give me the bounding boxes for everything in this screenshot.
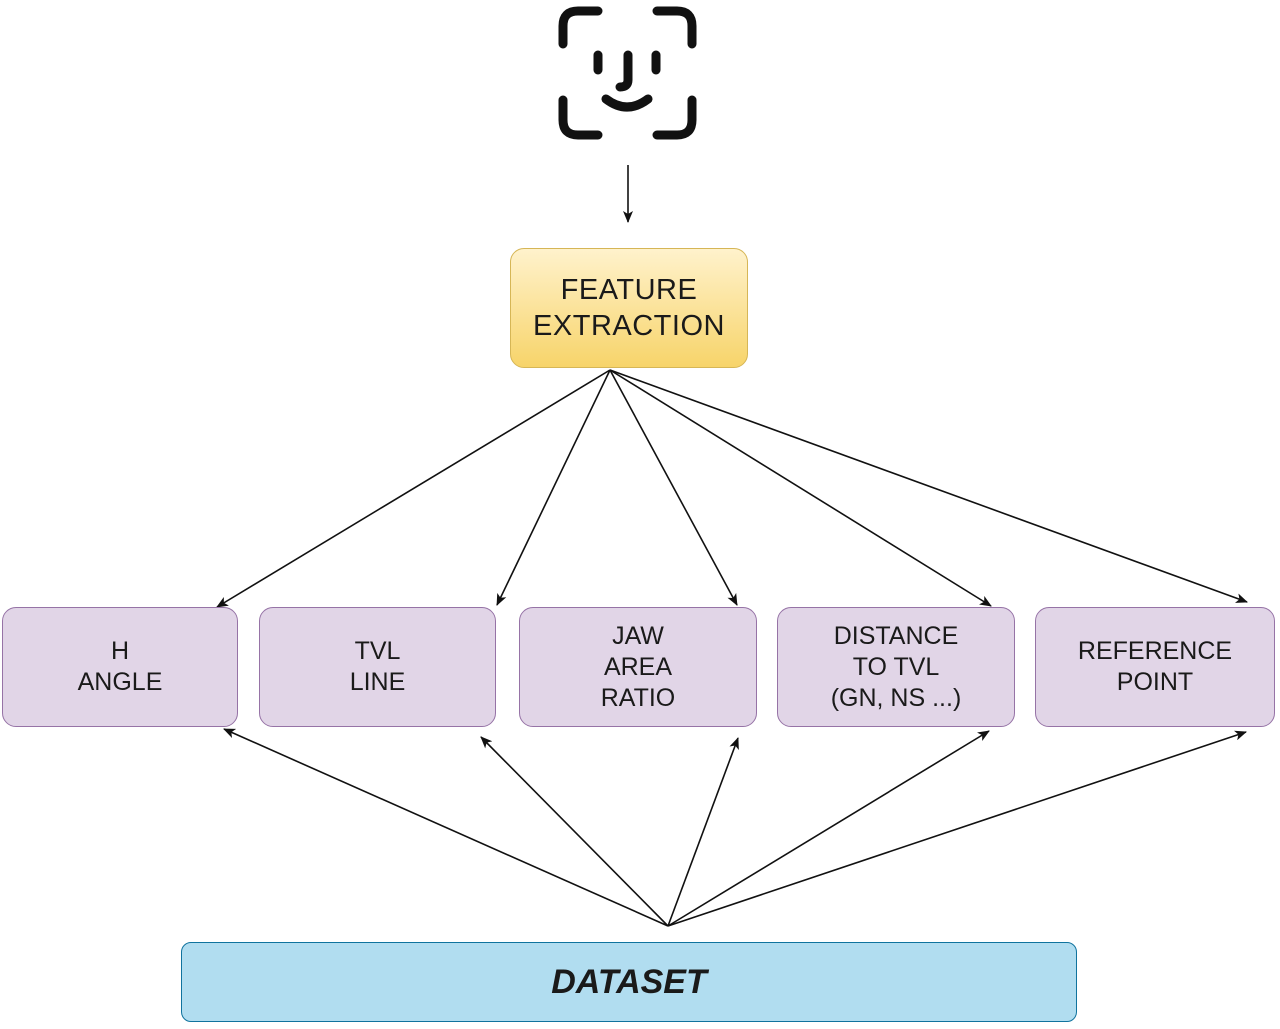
edge-dataset-to-jaw-area-ratio bbox=[667, 737, 739, 927]
distance-to-tvl-label: DISTANCE TO TVL (GN, NS ...) bbox=[830, 621, 962, 712]
edge-dataset-to-distance-to-tvl bbox=[667, 730, 990, 927]
edge-dataset-to-reference-point bbox=[667, 730, 1247, 927]
edge-feature-to-tvl-line bbox=[496, 369, 611, 606]
edge-dataset-to-tvl-line bbox=[480, 736, 669, 927]
edge-feature-to-reference-point bbox=[609, 369, 1248, 603]
edge-feature-to-h-angle bbox=[216, 369, 611, 608]
h-angle-label: H ANGLE bbox=[77, 637, 163, 696]
feature-extraction-node: FEATURE EXTRACTION bbox=[510, 248, 748, 368]
feature-extraction-label: FEATURE EXTRACTION bbox=[533, 274, 725, 342]
edge-feature-to-distance-to-tvl bbox=[609, 369, 992, 607]
dataset-label: DATASET bbox=[551, 962, 707, 1001]
jaw-area-ratio-node: JAW AREA RATIO bbox=[519, 607, 757, 727]
tvl-line-node: TVL LINE bbox=[259, 607, 496, 727]
face-id-icon bbox=[558, 6, 697, 140]
distance-to-tvl-node: DISTANCE TO TVL (GN, NS ...) bbox=[777, 607, 1015, 727]
reference-point-label: REFERENCE POINT bbox=[1077, 637, 1233, 696]
reference-point-node: REFERENCE POINT bbox=[1035, 607, 1275, 727]
edge-feature-to-jaw-area-ratio bbox=[609, 369, 738, 606]
jaw-area-ratio-label: JAW AREA RATIO bbox=[600, 621, 676, 712]
tvl-line-label: TVL LINE bbox=[349, 637, 406, 696]
h-angle-node: H ANGLE bbox=[2, 607, 238, 727]
edge-dataset-to-h-angle bbox=[223, 728, 669, 927]
dataset-node: DATASET bbox=[181, 942, 1077, 1022]
